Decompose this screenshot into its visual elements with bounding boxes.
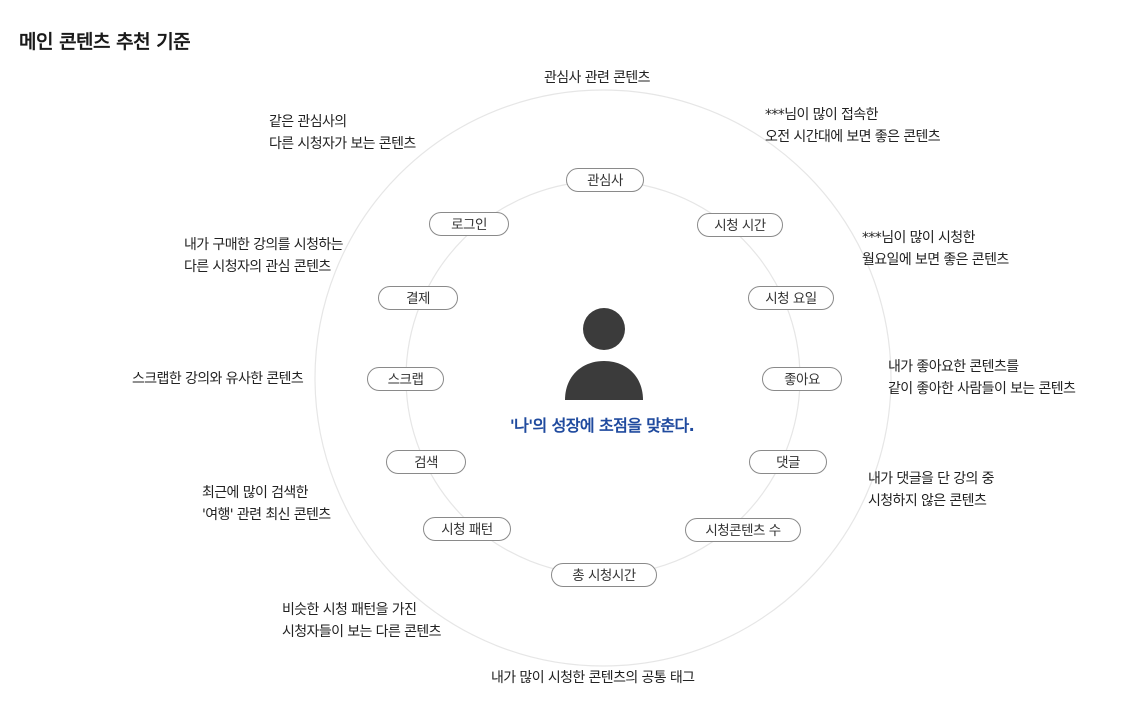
note-payment: 내가 구매한 강의를 시청하는 다른 시청자의 관심 콘텐츠 [184, 234, 344, 278]
note-total-time: 내가 많이 시청한 콘텐츠의 공통 태그 [491, 667, 695, 689]
pill-scrap: 스크랩 [367, 367, 444, 391]
pill-pattern: 시청 패턴 [423, 517, 511, 541]
note-weekday: ***님이 많이 시청한 월요일에 보면 좋은 콘텐츠 [862, 227, 1009, 271]
note-line: 월요일에 보면 좋은 콘텐츠 [862, 252, 1009, 268]
pill-like: 좋아요 [762, 367, 842, 391]
note-line: 내가 많이 시청한 콘텐츠의 공통 태그 [491, 670, 695, 686]
outer-ring [314, 89, 892, 667]
pill-comment: 댓글 [749, 450, 827, 474]
note-line: 스크랩한 강의와 유사한 콘텐츠 [132, 371, 304, 387]
note-watch-time: ***님이 많이 접속한 오전 시간대에 보면 좋은 콘텐츠 [765, 104, 941, 148]
note-interest: 관심사 관련 콘텐츠 [544, 67, 651, 89]
note-line: 다른 시청자가 보는 콘텐츠 [269, 136, 416, 152]
pill-weekday: 시청 요일 [748, 286, 834, 310]
note-line: 내가 댓글을 단 강의 중 [868, 471, 995, 487]
note-line: 오전 시간대에 보면 좋은 콘텐츠 [765, 129, 941, 145]
note-line: 같이 좋아한 사람들이 보는 콘텐츠 [888, 381, 1076, 397]
note-scrap: 스크랩한 강의와 유사한 콘텐츠 [132, 368, 304, 390]
note-line: 내가 구매한 강의를 시청하는 [184, 237, 344, 253]
note-comment: 내가 댓글을 단 강의 중 시청하지 않은 콘텐츠 [868, 468, 995, 512]
note-line: 시청하지 않은 콘텐츠 [868, 493, 987, 509]
note-line: 관심사 관련 콘텐츠 [544, 70, 651, 86]
pill-interest: 관심사 [566, 168, 644, 192]
pill-login: 로그인 [429, 212, 509, 236]
center-caption: '나'의 성장에 초점을 맞춘다. [509, 416, 695, 435]
note-like: 내가 좋아요한 콘텐츠를 같이 좋아한 사람들이 보는 콘텐츠 [888, 356, 1076, 400]
pill-total-time: 총 시청시간 [551, 563, 657, 587]
pill-watch-time: 시청 시간 [697, 213, 783, 237]
note-line: ***님이 많이 접속한 [765, 107, 878, 123]
note-search: 최근에 많이 검색한 '여행' 관련 최신 콘텐츠 [202, 482, 331, 526]
page-title: 메인 콘텐츠 추천 기준 [19, 31, 191, 53]
note-line: 비슷한 시청 패턴을 가진 [282, 602, 417, 618]
pill-content-count: 시청콘텐츠 수 [685, 518, 801, 542]
note-line: '여행' 관련 최신 콘텐츠 [202, 507, 331, 523]
note-login: 같은 관심사의 다른 시청자가 보는 콘텐츠 [269, 111, 416, 155]
note-pattern: 비슷한 시청 패턴을 가진 시청자들이 보는 다른 콘텐츠 [282, 599, 442, 643]
pill-search: 검색 [386, 450, 466, 474]
note-line: 내가 좋아요한 콘텐츠를 [888, 359, 1019, 375]
note-line: ***님이 많이 시청한 [862, 230, 975, 246]
note-line: 시청자들이 보는 다른 콘텐츠 [282, 624, 442, 640]
note-line: 최근에 많이 검색한 [202, 485, 309, 501]
note-line: 다른 시청자의 관심 콘텐츠 [184, 259, 331, 275]
note-line: 같은 관심사의 [269, 114, 347, 130]
pill-payment: 결제 [378, 286, 458, 310]
user-icon [565, 308, 643, 400]
